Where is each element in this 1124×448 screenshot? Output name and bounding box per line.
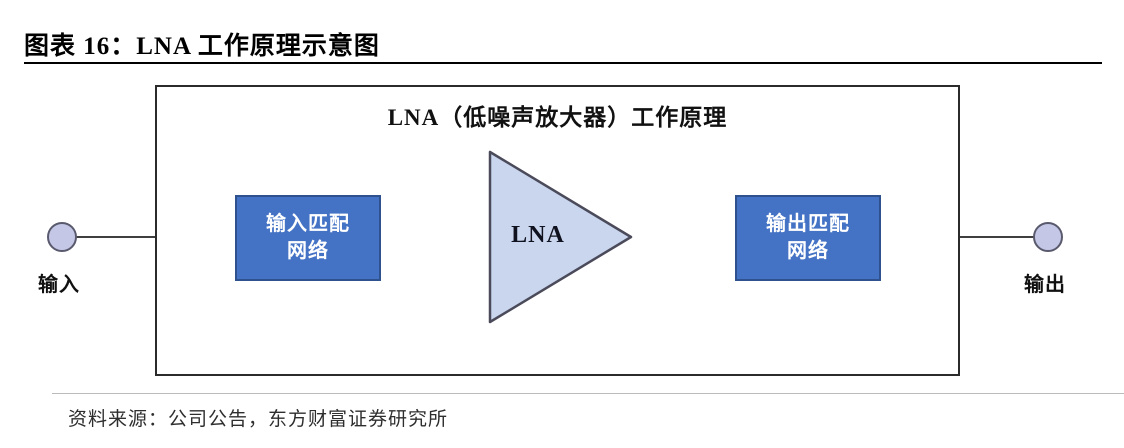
output-matching-label-line2: 网络 (787, 240, 829, 262)
output-matching-label-line1: 输出匹配 (766, 213, 850, 235)
output-matching-network-box: 输出匹配 网络 (735, 195, 881, 281)
input-port-circle (47, 222, 77, 252)
input-matching-label-line1: 输入匹配 (266, 213, 350, 235)
source-citation: 资料来源：公司公告，东方财富证券研究所 (68, 409, 449, 430)
output-port-circle (1033, 222, 1063, 252)
title-underline (24, 62, 1102, 64)
diagram-title: LNA（低噪声放大器）工作原理 (387, 105, 728, 130)
input-port-label: 输入 (38, 274, 80, 296)
output-port-label: 输出 (1024, 274, 1066, 296)
amplifier-triangle-icon (488, 150, 633, 324)
input-matching-label-line2: 网络 (287, 240, 329, 262)
input-matching-network-box: 输入匹配 网络 (235, 195, 381, 281)
figure-title: 图表 16：LNA 工作原理示意图 (24, 33, 380, 60)
amplifier-label: LNA (511, 222, 565, 248)
amplifier-triangle (488, 150, 634, 324)
footer-divider (52, 393, 1124, 394)
